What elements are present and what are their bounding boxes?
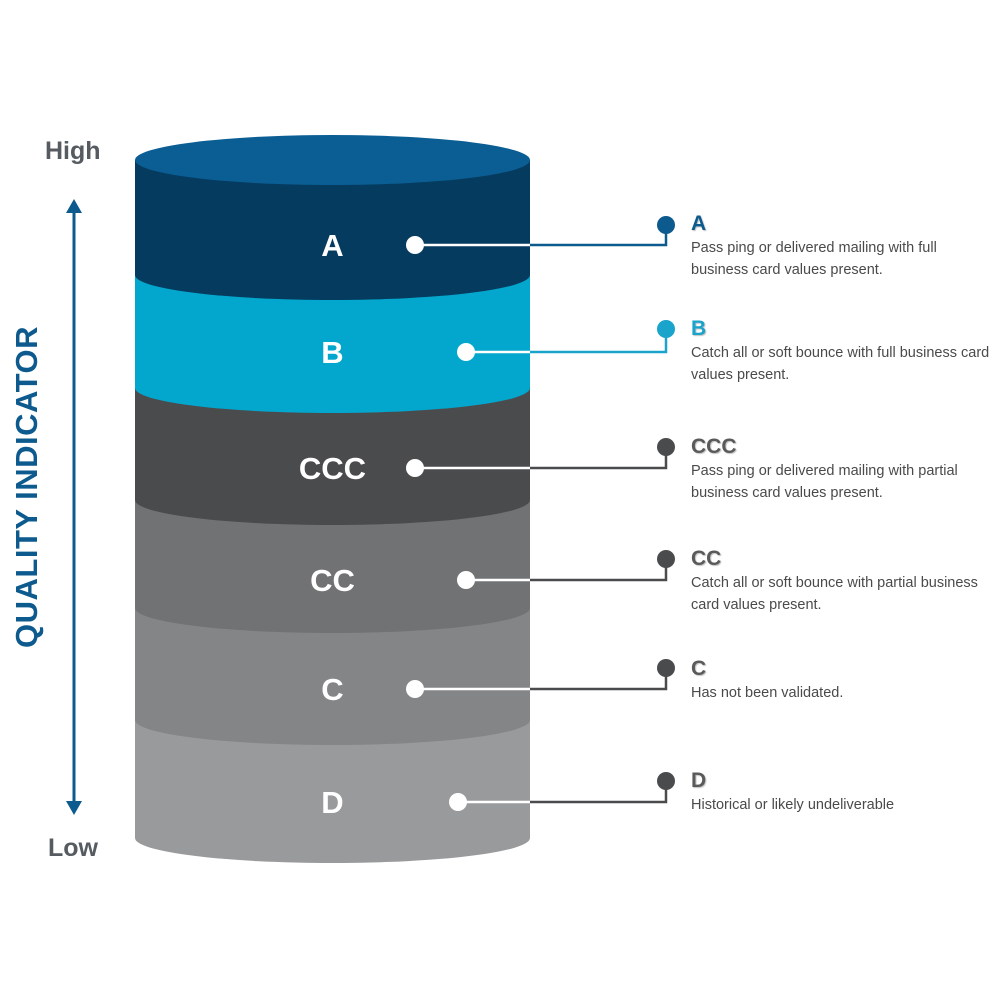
arrow-up-icon xyxy=(66,199,82,213)
connector-start-dot xyxy=(457,343,475,361)
layer-label-d: D xyxy=(321,785,343,820)
layer-label-cc: CC xyxy=(310,563,355,598)
layer-band-c xyxy=(135,608,530,745)
layer-label-a: A xyxy=(321,228,343,263)
legend-description: Historical or likely undeliverable xyxy=(691,797,895,813)
legend-description: Catch all or soft bounce with full busin… xyxy=(691,345,990,383)
layer-band-a xyxy=(135,160,530,300)
axis-title-text: QUALITY INDICATOR xyxy=(9,326,44,648)
axis-arrow xyxy=(66,199,82,815)
connector-start-dot xyxy=(457,571,475,589)
legend-description: Pass ping or delivered mailing with full… xyxy=(691,240,937,278)
layer-band-d xyxy=(135,720,530,863)
legend-code: C xyxy=(691,657,707,680)
legend-entry-cc: CC Catch all or soft bounce with partial … xyxy=(691,547,991,616)
connector-end-dot xyxy=(657,550,675,568)
legend-code: A xyxy=(691,212,707,235)
layer-band-ccc xyxy=(135,388,530,525)
legend-entry-b: B Catch all or soft bounce with full busi… xyxy=(691,317,991,386)
legend-description: Pass ping or delivered mailing with part… xyxy=(691,463,958,501)
legend-code: B xyxy=(691,317,707,340)
connector-outer-line xyxy=(530,447,668,470)
legend-code: D xyxy=(691,769,707,792)
layer-label-b: B xyxy=(321,335,343,370)
connector-start-dot xyxy=(449,793,467,811)
connector-start-dot xyxy=(406,680,424,698)
connector-outer-line xyxy=(530,668,668,691)
connector-end-dot xyxy=(657,659,675,677)
legend-description: Has not been validated. xyxy=(691,685,844,701)
legend-entry-c: C Has not been validated. xyxy=(691,657,991,704)
axis-low-label: Low xyxy=(48,834,98,862)
connector-end-dot xyxy=(657,438,675,456)
legend-entry-ccc: CCC Pass ping or delivered mailing with p… xyxy=(691,435,991,504)
layer-band-b xyxy=(135,275,530,413)
connector-outer-line xyxy=(530,225,668,247)
legend-entry-a: A Pass ping or delivered mailing with ful… xyxy=(691,212,991,281)
connector-end-dot xyxy=(657,320,675,338)
legend-code: CC xyxy=(691,547,722,570)
layer-band-cc xyxy=(135,500,530,633)
connector-outer-line xyxy=(530,559,668,582)
axis-high-label: High xyxy=(45,137,101,165)
layer-label-c: C xyxy=(321,672,343,707)
cylinder-top-cap xyxy=(135,135,530,185)
connector-start-dot xyxy=(406,459,424,477)
legend-code: CCC xyxy=(691,435,737,458)
connector-outer-line xyxy=(530,329,668,354)
connector-outer-line xyxy=(530,781,668,804)
legend-entry-d: D Historical or likely undeliverable xyxy=(691,769,991,816)
arrow-down-icon xyxy=(66,801,82,815)
connector-end-dot xyxy=(657,772,675,790)
connector-start-dot xyxy=(406,236,424,254)
connector-end-dot xyxy=(657,216,675,234)
legend-description: Catch all or soft bounce with partial bu… xyxy=(691,575,978,613)
layer-label-ccc: CCC xyxy=(299,451,366,486)
